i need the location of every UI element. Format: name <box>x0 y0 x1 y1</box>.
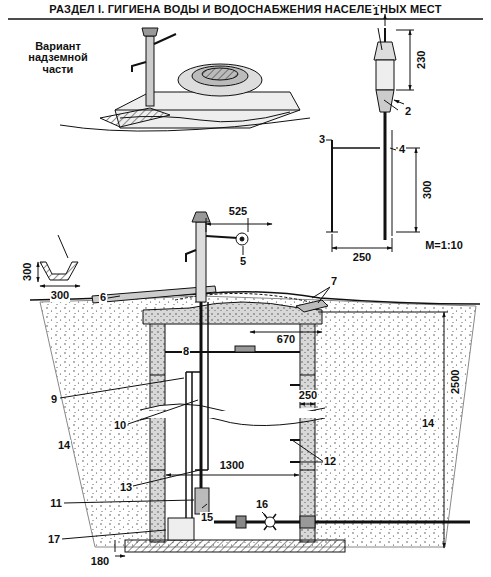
callout-number: 11 <box>49 498 63 510</box>
callout-number: 10 <box>113 420 127 432</box>
dimension: 250 <box>298 390 318 402</box>
pump-detail-inset <box>326 14 420 252</box>
dimension: 300 <box>22 262 34 282</box>
dimension: 525 <box>228 206 248 218</box>
surface-variant-sketch <box>60 28 310 131</box>
dimension: 300 <box>50 290 70 302</box>
callout-number: 8 <box>182 346 190 358</box>
dimension: 1300 <box>219 460 245 472</box>
callout-number: 7 <box>330 276 338 288</box>
page-header: РАЗДЕЛ I. ГИГИЕНА ВОДЫ И ВОДОСНАБЖЕНИЯ Н… <box>0 3 491 15</box>
callout-number: 16 <box>255 499 269 511</box>
callout-number: 3 <box>318 134 326 146</box>
callout-number: 17 <box>47 534 61 546</box>
callout-number: 15 <box>200 512 214 524</box>
caption-text: Вариант надземной части <box>26 41 90 76</box>
callout-number: 2 <box>404 106 412 118</box>
callout-number: 5 <box>239 256 247 268</box>
dimension: 300 <box>422 180 434 200</box>
dimension: 2500 <box>450 369 462 395</box>
dimension: 670 <box>276 334 296 346</box>
callout-number: 14 <box>57 440 71 452</box>
callout-number: 6 <box>99 292 107 304</box>
callout-number: 4 <box>398 144 406 156</box>
dimension: 180 <box>90 556 110 568</box>
callout-number: 9 <box>50 394 58 406</box>
dimension: 250 <box>352 252 372 264</box>
scale-note: М=1:10 <box>424 240 464 252</box>
callout-number: 12 <box>323 456 337 468</box>
dimension: 230 <box>416 50 428 70</box>
callout-number: 1 <box>372 6 380 18</box>
callout-number: 13 <box>119 482 133 494</box>
callout-number: 14 <box>421 418 435 430</box>
